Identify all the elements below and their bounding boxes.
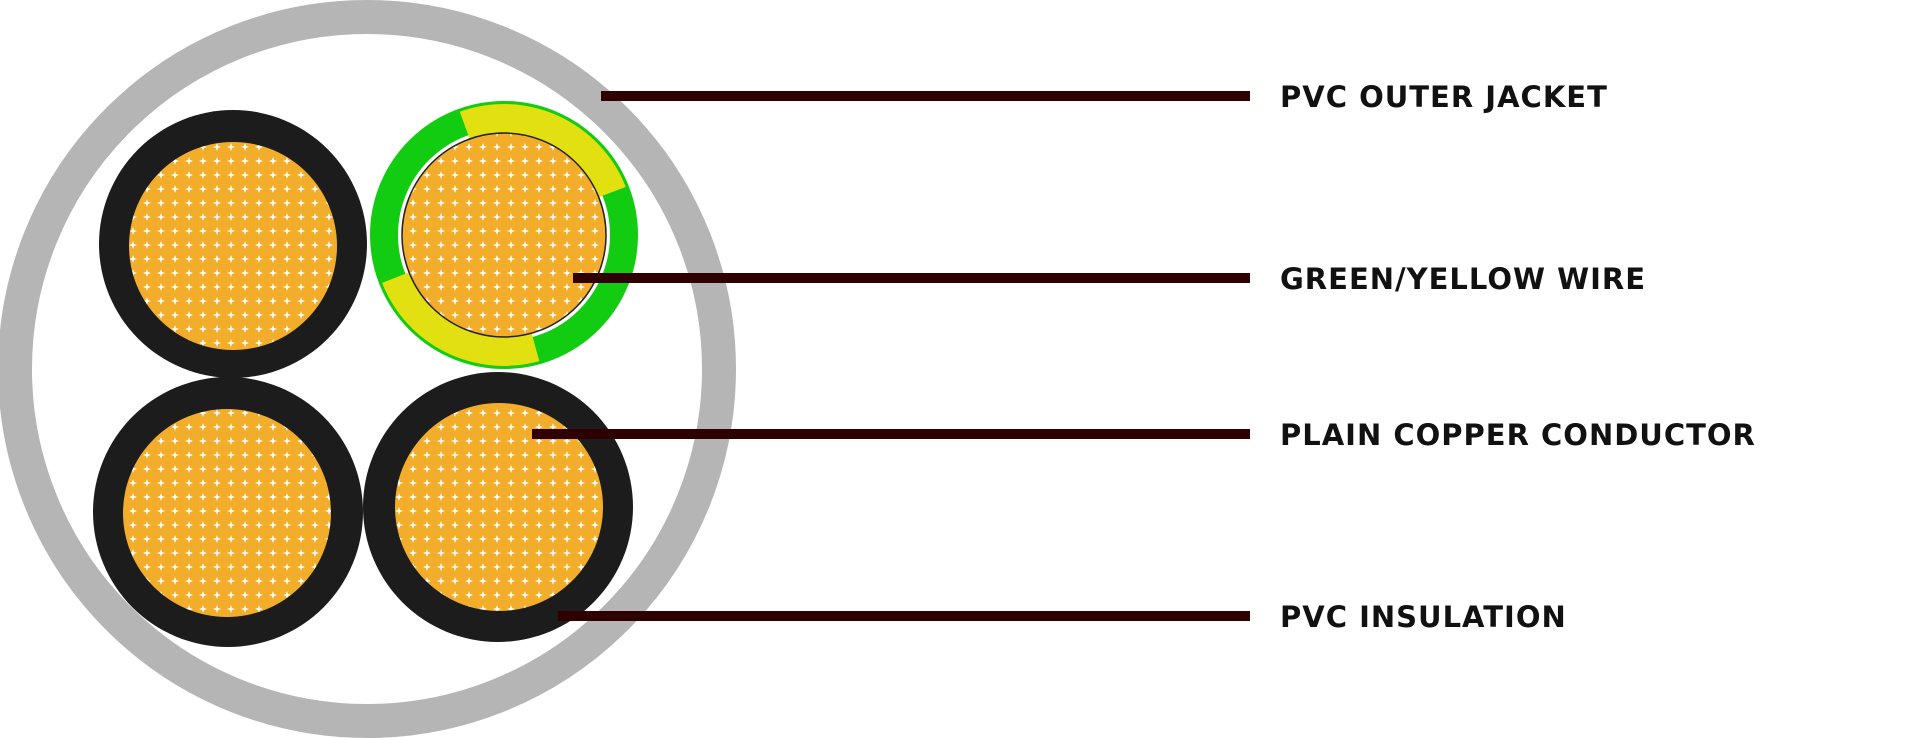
- core-bottom-left: [93, 377, 363, 647]
- label-green-yellow-wire: GREEN/YELLOW WIRE: [1280, 262, 1646, 296]
- insulation-yellow-segment-upper: [459, 104, 626, 198]
- core-bottom-right: [363, 372, 633, 642]
- copper-conductor-top-left: [129, 142, 337, 350]
- label-insulation: PVC INSULATION: [1280, 600, 1567, 634]
- copper-conductor-bottom-right: [395, 403, 603, 611]
- copper-conductor-top-right: [401, 132, 607, 338]
- core-top-left: [99, 110, 367, 378]
- core-top-right: [370, 101, 638, 369]
- label-copper-conductor: PLAIN COPPER CONDUCTOR: [1280, 418, 1756, 452]
- copper-conductor-bottom-left: [123, 409, 331, 617]
- label-outer-jacket: PVC OUTER JACKET: [1280, 80, 1608, 114]
